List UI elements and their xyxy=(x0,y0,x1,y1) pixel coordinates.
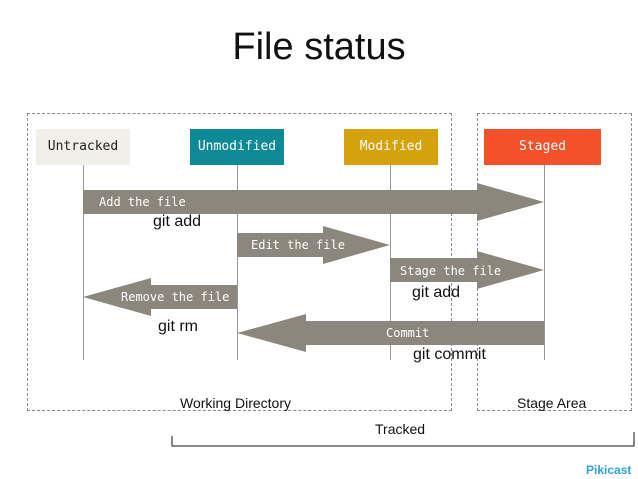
edit-file-arrow xyxy=(237,226,390,264)
state-staged: Staged xyxy=(484,129,601,165)
untracked-lifeline xyxy=(83,164,84,360)
tracked-label: Tracked xyxy=(375,421,426,437)
git-add-command-2: git add xyxy=(412,284,461,301)
git-rm-command: git rm xyxy=(158,318,198,335)
add-file-arrow xyxy=(83,183,544,221)
stage-area-label: Stage Area xyxy=(517,395,587,411)
page-title: File status xyxy=(232,26,406,68)
edit-file-label: Edit the file xyxy=(251,238,345,252)
state-untracked: Untracked xyxy=(36,129,130,165)
unmodified-lifeline xyxy=(237,164,238,360)
commit-arrow xyxy=(237,314,544,352)
stage-file-label: Stage the file xyxy=(400,264,502,278)
add-file-label: Add the file xyxy=(99,195,186,209)
state-modified: Modified xyxy=(344,129,438,165)
stage-file-arrow xyxy=(390,251,544,289)
working-directory-label: Working Directory xyxy=(180,395,291,411)
remove-file-label: Remove the file xyxy=(121,290,230,304)
remove-file-arrow xyxy=(83,278,237,316)
git-commit-command: git commit xyxy=(413,346,486,363)
pikicast-logo: Pikicast xyxy=(586,463,632,477)
tracked-bracket xyxy=(171,432,635,447)
commit-label: Commit xyxy=(386,326,430,340)
staged-lifeline xyxy=(544,164,545,360)
state-unmodified: Unmodified xyxy=(190,129,284,165)
git-add-command-1: git add xyxy=(153,213,202,230)
